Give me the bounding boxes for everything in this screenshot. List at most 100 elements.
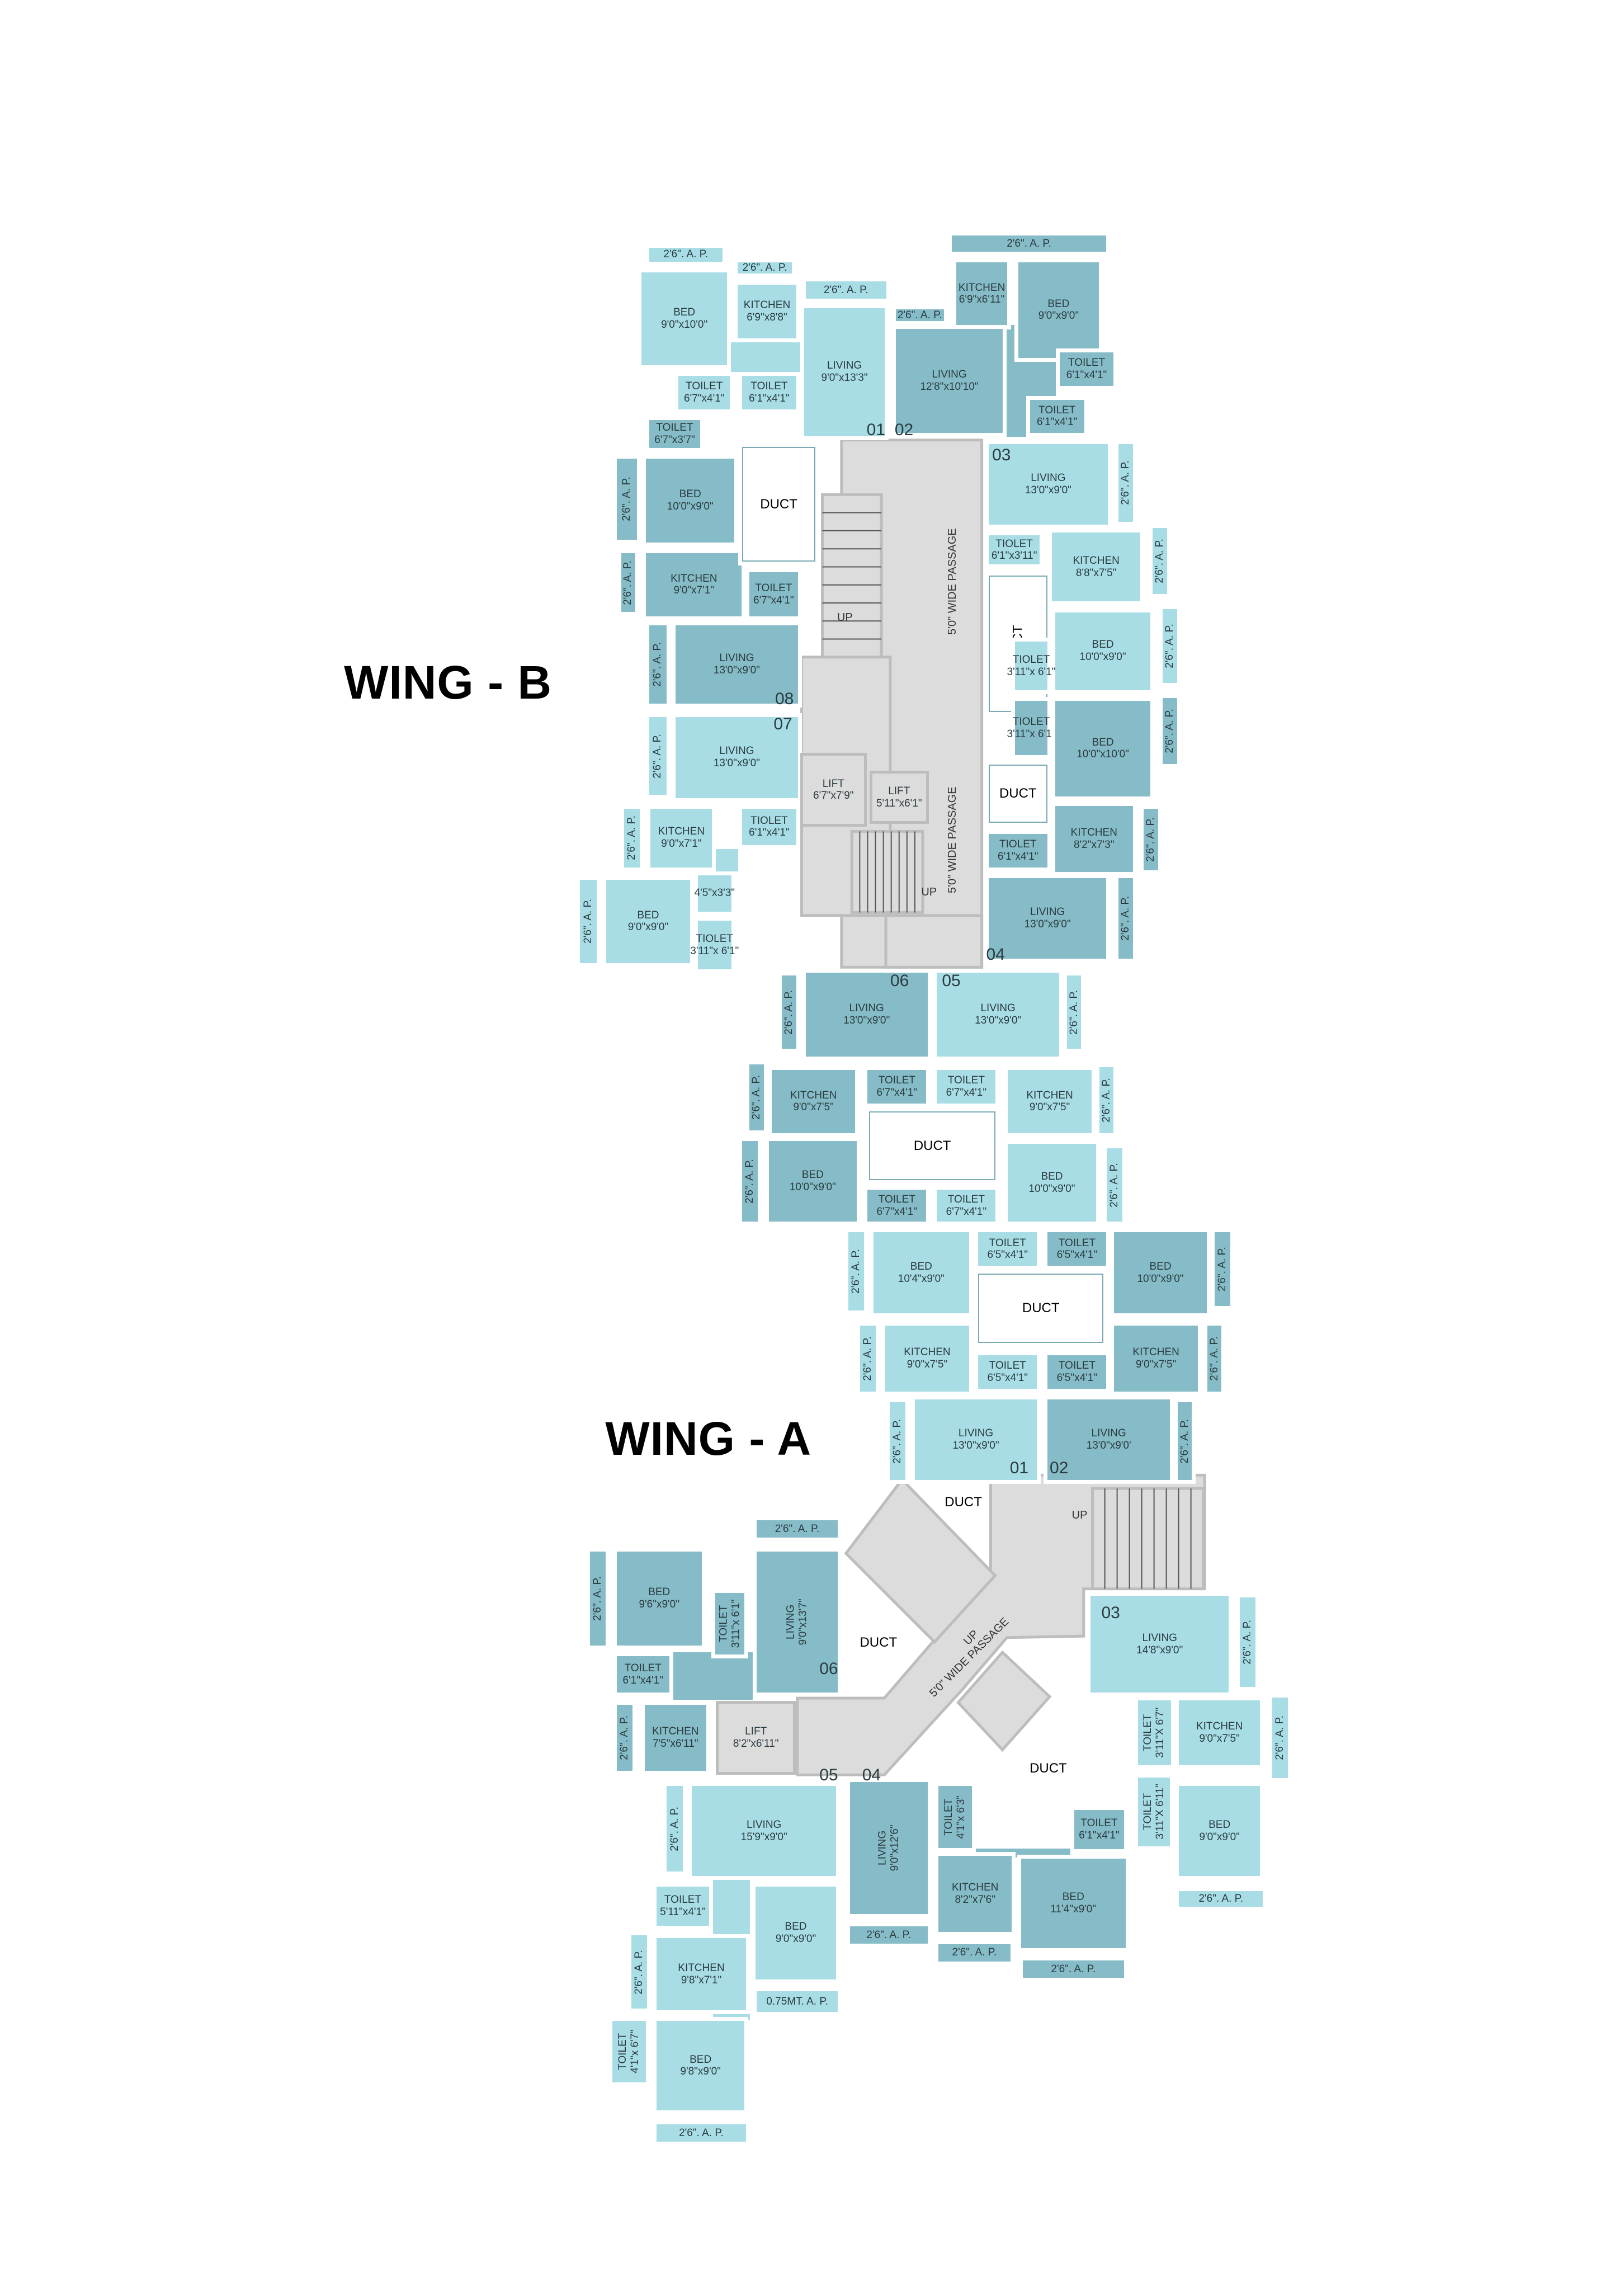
room-name: KITCHEN (958, 281, 1005, 294)
balcony-ap: 2'6". A. P. (1148, 524, 1171, 598)
room-name: 2'6". A. P. (744, 1159, 756, 1204)
room-name: 2'6". A. P. (618, 1715, 630, 1761)
room-name: BED (1092, 736, 1114, 748)
room-size: 6'7"x4'1" (753, 594, 794, 606)
room-name: TOILET (947, 1074, 985, 1087)
room-size: 9'0"x7'5" (907, 1358, 948, 1370)
balcony-ap: 2'6". A. P. (645, 621, 671, 708)
room-label: 2'6". A. P. (1120, 896, 1132, 941)
balcony-ap: 2'6". A. P. (1203, 1321, 1226, 1396)
passage-label: 5'0" WIDE PASSAGE (946, 528, 959, 635)
room-size: 6'1"x4'1" (1079, 1829, 1120, 1841)
room-size: 13'0"x9'0" (713, 664, 760, 676)
room-name: 2'6". A. P. (626, 815, 638, 861)
room-name: 2'6". A. P. (1273, 1715, 1286, 1761)
room-name: LIVING (980, 1002, 1016, 1014)
room-size: 10'0"x9'0" (789, 1181, 836, 1193)
unit-number: 01 (1009, 1459, 1029, 1478)
balcony-ap: 2'6". A. P. (620, 804, 644, 871)
room-name: LIVING (1142, 1632, 1177, 1644)
room-size: 9'0"x9'0" (775, 1932, 816, 1945)
balcony-ap: 2'6". A. P. (778, 972, 800, 1053)
room-size: 9'0"x7'5" (793, 1101, 834, 1114)
room-duct: DUCT (865, 1107, 1000, 1185)
room-label: 2'6". A. P. (652, 734, 664, 779)
room-label: DUCT (945, 1495, 982, 1510)
room-name: LIVING (719, 652, 754, 664)
room-label: 2'6". A. P. (1051, 1963, 1096, 1976)
staircase-wing-b-lower (850, 829, 924, 914)
room-size: 12'8"x10'10" (920, 381, 979, 393)
room-name: 2'6". A. P. (633, 1949, 645, 1995)
room-label: 2'6". A. P. (1154, 539, 1166, 583)
room-name: TOILET (947, 1193, 985, 1205)
room-name: 2'6". A. P. (1164, 708, 1176, 753)
room-name: TOILET (616, 2033, 629, 2071)
balcony-ap: 2'6". A. P. (856, 1321, 880, 1396)
room-name: LIVING (958, 1427, 994, 1440)
room-size: 9'8"x7'1" (681, 1974, 722, 1986)
room-name: BED (679, 488, 701, 501)
room-name: 2'6". A. P. (897, 309, 942, 321)
room-name: 2'6". A. P. (742, 262, 787, 274)
balcony-ap: 2'6". A. P. (652, 2120, 750, 2146)
balcony-ap: 2'6". A. P. (612, 1701, 636, 1775)
room-duct: DUCT (984, 760, 1051, 827)
room-size: 5'11"x6'1" (876, 797, 922, 809)
room-label: 2'6". A. P. (744, 1159, 756, 1204)
room-label: 2'6". A. P. (743, 262, 787, 274)
room-label: 2'6". A. P. (619, 1715, 631, 1760)
room-label: 2'6". A. P. (850, 1249, 862, 1294)
room-label: DUCT (1022, 1300, 1060, 1316)
room-name: 2'6". A. P. (750, 1074, 763, 1120)
room-name: 2'6". A. P. (1164, 624, 1176, 668)
room-name: 2'6". A. P. (850, 1249, 862, 1294)
room-name: DUCT (760, 496, 797, 512)
balcony-ap: 2'6". A. P. (753, 1516, 842, 1542)
room-duct: DUCT (1019, 1750, 1078, 1786)
room-name: 2'6". A. P. (622, 560, 634, 605)
room-name: TOILET (750, 380, 788, 393)
room-name: 2'6". A. P. (1144, 817, 1156, 862)
room-label: 0.75MT. A. P. (766, 1996, 828, 2008)
room-size: 13'0"x9'0" (843, 1014, 890, 1026)
room-size: 9'0"x9'0" (1038, 310, 1079, 322)
balcony-ap: 2'6". A. P. (1173, 1398, 1196, 1484)
room-label: 2'6". A. P. (1145, 817, 1157, 862)
unit-number: 02 (894, 421, 914, 440)
room-label: DUCT (1030, 1761, 1067, 1776)
unit-floor-area (730, 342, 800, 373)
room-name: TOILET (1058, 1237, 1096, 1249)
balcony-ap: 2'6". A. P. (734, 258, 796, 278)
balcony-ap: 2'6". A. P. (1175, 1887, 1267, 1911)
room-size: 5'11"x4'1" (660, 1906, 706, 1918)
